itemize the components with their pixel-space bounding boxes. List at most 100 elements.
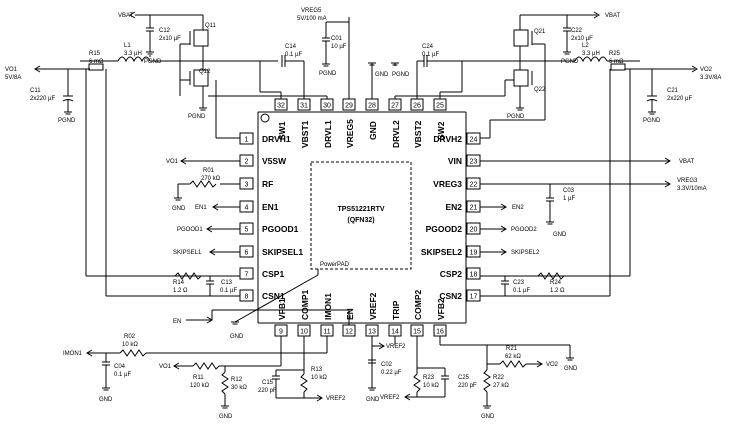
svg-text:22: 22 bbox=[470, 182, 478, 189]
svg-text:20: 20 bbox=[470, 227, 478, 234]
svg-text:Q22: Q22 bbox=[534, 87, 546, 93]
svg-text:PGND: PGND bbox=[507, 114, 525, 120]
bottom-pins: 9 VFB1 10 COMP1 11 IMON1 12 EN 13 VREF2 … bbox=[274, 290, 447, 337]
svg-text:6: 6 bbox=[245, 250, 249, 257]
svg-text:VBAT: VBAT bbox=[605, 13, 621, 19]
svg-text:VO2: VO2 bbox=[700, 67, 713, 73]
pin-en2: EN2 bbox=[445, 202, 462, 212]
svg-text:L2: L2 bbox=[582, 43, 589, 49]
powerpad-label: PowerPAD bbox=[320, 262, 350, 268]
svg-text:GND: GND bbox=[481, 414, 495, 420]
svg-text:7: 7 bbox=[245, 272, 249, 279]
svg-text:10: 10 bbox=[300, 329, 308, 336]
svg-text:PGND: PGND bbox=[58, 118, 76, 124]
pin-skipsel2: SKIPSEL2 bbox=[421, 247, 462, 257]
svg-text:3.3 µH: 3.3 µH bbox=[582, 51, 600, 57]
svg-text:26: 26 bbox=[413, 103, 421, 110]
svg-text:GND: GND bbox=[564, 366, 578, 372]
pin-csn1: CSN1 bbox=[262, 291, 285, 301]
svg-text:VREF2: VREF2 bbox=[386, 344, 406, 350]
svg-text:VREF2: VREF2 bbox=[326, 396, 346, 402]
pin1-dot bbox=[260, 113, 270, 123]
svg-text:2: 2 bbox=[245, 159, 249, 166]
svg-text:SKIPSEL2: SKIPSEL2 bbox=[511, 250, 540, 256]
svg-text:1.2 Ω: 1.2 Ω bbox=[173, 288, 188, 294]
svg-text:R12: R12 bbox=[231, 377, 243, 383]
svg-text:29: 29 bbox=[345, 103, 353, 110]
svg-text:10 µF: 10 µF bbox=[331, 44, 347, 50]
svg-text:C21: C21 bbox=[667, 88, 679, 94]
pin-pgood1: PGOOD1 bbox=[262, 224, 299, 234]
pin-sw1: SW1 bbox=[277, 121, 287, 140]
svg-text:IMON1: IMON1 bbox=[63, 351, 83, 357]
svg-text:5: 5 bbox=[245, 227, 249, 234]
svg-text:0.1 µF: 0.1 µF bbox=[513, 288, 530, 294]
svg-text:120 kΩ: 120 kΩ bbox=[190, 383, 210, 389]
svg-text:1.2 Ω: 1.2 Ω bbox=[550, 288, 565, 294]
right-pins: 24 DRVH2 23 VIN 22 VREG3 21 EN2 20 PGOOD… bbox=[421, 132, 481, 302]
svg-text:25: 25 bbox=[436, 103, 444, 110]
pin-comp2: COMP2 bbox=[413, 290, 423, 321]
svg-text:2x10 µF: 2x10 µF bbox=[159, 36, 181, 42]
pin-skipsel1: SKIPSEL1 bbox=[262, 247, 303, 257]
svg-text:2x220 µF: 2x220 µF bbox=[667, 96, 692, 102]
svg-text:13: 13 bbox=[368, 329, 376, 336]
svg-text:30 kΩ: 30 kΩ bbox=[231, 385, 247, 391]
svg-text:3.3V/10mA: 3.3V/10mA bbox=[677, 186, 707, 192]
svg-text:EN: EN bbox=[173, 319, 181, 325]
svg-text:PGND: PGND bbox=[144, 59, 162, 65]
svg-text:0.1 µF: 0.1 µF bbox=[285, 52, 302, 58]
pin-vref2: VREF2 bbox=[368, 292, 378, 320]
pin-en1: EN1 bbox=[262, 202, 279, 212]
svg-text:EN2: EN2 bbox=[512, 205, 524, 211]
svg-text:SKIPSEL1: SKIPSEL1 bbox=[173, 250, 202, 256]
svg-text:R25: R25 bbox=[609, 51, 621, 57]
svg-text:VO1: VO1 bbox=[166, 159, 179, 165]
svg-text:17: 17 bbox=[470, 294, 478, 301]
svg-text:PGOOD1: PGOOD1 bbox=[177, 227, 203, 233]
pin-pgood2: PGOOD2 bbox=[426, 224, 463, 234]
svg-text:C25: C25 bbox=[458, 375, 470, 381]
pin-imon1: IMON1 bbox=[323, 293, 333, 320]
pin-gnd: GND bbox=[368, 121, 378, 140]
svg-text:PGND: PGND bbox=[643, 118, 661, 124]
svg-text:R23: R23 bbox=[423, 375, 435, 381]
left-signals: VO1 R01 270 kΩ GND EN1 PGOOD1 SKIPSEL1 R… bbox=[166, 157, 350, 340]
svg-text:6 mΩ: 6 mΩ bbox=[89, 59, 104, 65]
chip-name: TPS51221RTV bbox=[337, 206, 384, 213]
svg-text:R02: R02 bbox=[124, 334, 136, 340]
svg-text:C14: C14 bbox=[285, 44, 297, 50]
svg-text:24: 24 bbox=[470, 137, 478, 144]
svg-text:2x10 µF: 2x10 µF bbox=[571, 36, 593, 42]
svg-text:15: 15 bbox=[413, 329, 421, 336]
svg-text:32: 32 bbox=[277, 103, 285, 110]
svg-text:GND: GND bbox=[553, 232, 567, 238]
svg-text:R11: R11 bbox=[193, 375, 204, 381]
ic-outline bbox=[257, 111, 467, 324]
svg-text:L1: L1 bbox=[124, 43, 131, 49]
svg-text:14: 14 bbox=[391, 329, 399, 336]
svg-text:R01: R01 bbox=[203, 168, 215, 174]
bottom-network: IMON1 R02 10 kΩ C04 0.1 µF GND VO1 R11 1… bbox=[63, 334, 578, 420]
svg-text:220 pF: 220 pF bbox=[458, 383, 477, 389]
svg-text:C04: C04 bbox=[114, 364, 126, 370]
svg-text:5V/8A: 5V/8A bbox=[5, 75, 21, 81]
svg-text:GND: GND bbox=[219, 414, 233, 420]
svg-text:C12: C12 bbox=[159, 28, 171, 34]
svg-text:0.22 µF: 0.22 µF bbox=[381, 370, 402, 376]
svg-text:PGND: PGND bbox=[319, 71, 337, 77]
svg-text:C23: C23 bbox=[513, 280, 525, 286]
svg-text:R13: R13 bbox=[311, 367, 323, 373]
pin-drvh1: DRVH1 bbox=[262, 134, 291, 144]
svg-text:R24: R24 bbox=[550, 280, 562, 286]
svg-text:8: 8 bbox=[245, 294, 249, 301]
svg-text:220 pF: 220 pF bbox=[258, 388, 277, 394]
svg-text:1 µF: 1 µF bbox=[563, 196, 575, 202]
pin-en: EN bbox=[345, 308, 355, 320]
svg-text:VREF2: VREF2 bbox=[380, 395, 400, 401]
svg-text:GND: GND bbox=[99, 397, 113, 403]
pin-csp1: CSP1 bbox=[262, 269, 284, 279]
left-power-stage: VBAT C12 2x10 µF PGND Q11 Q12 PGND C14 0… bbox=[5, 11, 328, 297]
right-power-stage: VBAT C22 2x10 µF PGND Q21 Q22 PGND C24 0… bbox=[394, 11, 721, 297]
